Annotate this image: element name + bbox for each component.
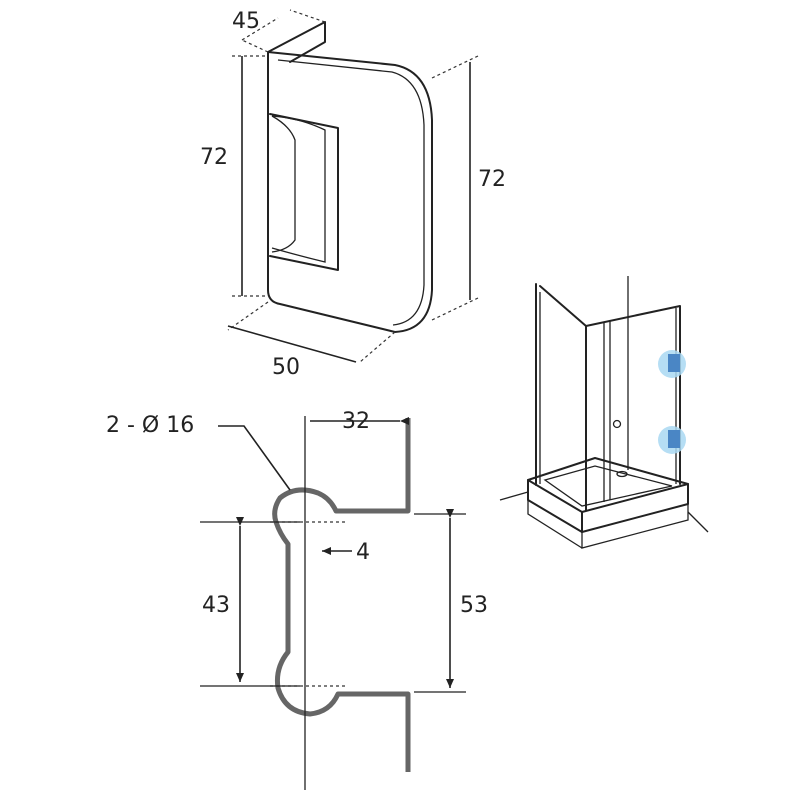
hinge-width-label: 50: [272, 355, 300, 380]
outer-spacing-label: 53: [460, 593, 488, 618]
hinge-depth-label: 45: [232, 9, 260, 34]
hinge-dimensions: 45 72 72 50: [200, 9, 506, 380]
hinge-cover-plate: [269, 113, 339, 271]
lower-hinge-marker: [668, 430, 680, 448]
inner-spacing-label: 43: [202, 593, 230, 618]
shower-enclosure-illustration: [499, 276, 709, 549]
cross-section-profile: [270, 416, 411, 790]
section-dimensions: 2 - Ø 16 32 4 43 53: [106, 409, 488, 693]
hinge-body-outline: [267, 51, 433, 333]
profile-outline: [272, 418, 411, 772]
holes-label: 2 - Ø 16: [106, 413, 194, 438]
hinge-position-markers: [658, 350, 686, 454]
hinge-3d-view: [267, 21, 433, 333]
hinge-left-height-label: 72: [200, 145, 228, 170]
thickness-label: 4: [356, 540, 370, 565]
upper-hinge-marker: [668, 354, 680, 372]
offset-label: 32: [342, 409, 370, 434]
hinge-right-height-label: 72: [478, 167, 506, 192]
